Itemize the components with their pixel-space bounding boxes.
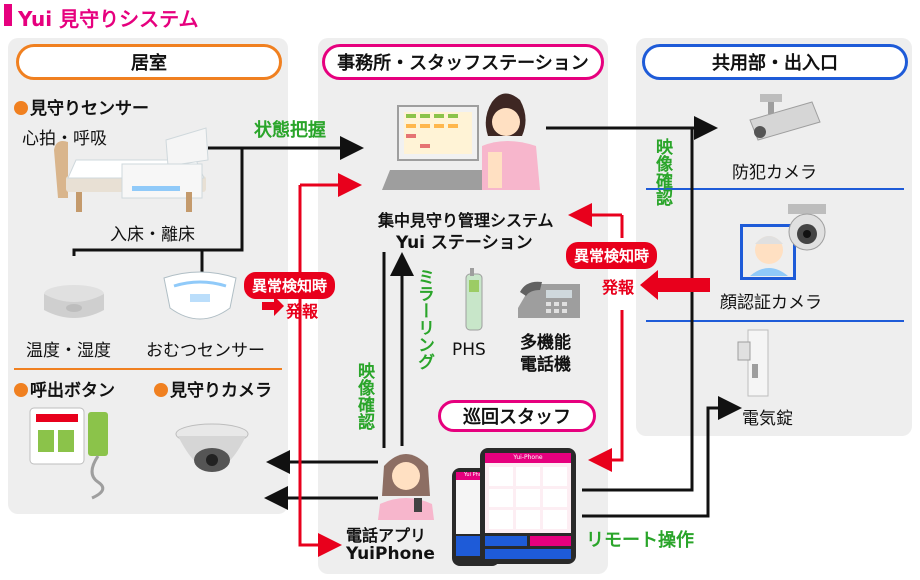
- face-camera-icon: [788, 204, 826, 251]
- system-name-line-2: Yui ステーション: [396, 233, 533, 253]
- bullet-icon: [154, 383, 168, 397]
- remote-operation-label: リモート操作: [586, 530, 694, 551]
- desk-phone-label-1: 多機能: [520, 333, 571, 353]
- system-name-line-1: 集中見守り管理システム: [378, 211, 554, 230]
- sensor-line: [72, 148, 244, 256]
- security-camera-label: 防犯カメラ: [732, 163, 817, 183]
- title-bar: [4, 4, 12, 26]
- electric-lock-label: 電気錠: [742, 409, 793, 429]
- bed-icon: [54, 127, 209, 212]
- room-header: 居室: [16, 44, 282, 80]
- temperature-label: 温度・湿度: [26, 341, 111, 361]
- security-camera-icon: [749, 94, 821, 141]
- common-divider-2: [646, 320, 904, 322]
- mirroring-label: ミラーリング: [414, 268, 434, 370]
- patrol-staff-badge: 巡回スタッフ: [438, 400, 596, 432]
- face-icon: [750, 236, 788, 276]
- desk-phone-label-2: 電話機: [520, 355, 571, 375]
- common-divider-1: [646, 188, 904, 190]
- office-header: 事務所・スタッフステーション: [322, 44, 604, 80]
- bullet-icon: [14, 101, 28, 115]
- tablet-device: Yui-Phone: [480, 448, 576, 564]
- face-camera-label: 顔認証カメラ: [720, 293, 822, 313]
- face-frame: [740, 224, 796, 280]
- call-button-icon: [29, 407, 108, 500]
- monitor-icon: [382, 93, 540, 190]
- diaper-sensor-label: おむつセンサー: [146, 341, 265, 361]
- tablet-action-buttons: [485, 536, 571, 546]
- watch-camera-heading: 見守りカメラ: [154, 376, 272, 401]
- common-header: 共用部・出入口: [642, 44, 908, 80]
- alarm-label-left: 発報: [286, 302, 319, 321]
- video-check-label-left: 映像確認: [354, 362, 374, 430]
- tablet-screen: [485, 463, 571, 533]
- temperature-sensor-icon: [44, 285, 104, 318]
- abnormal-alert-badge-left: 異常検知時: [244, 272, 336, 299]
- video-check-label-right: 映像確認: [652, 138, 672, 206]
- sensor-heading: 見守りセンサー: [14, 94, 149, 119]
- heartbeat-label: 心拍・呼吸: [22, 129, 107, 149]
- app-name-line-1: 電話アプリ: [346, 526, 427, 545]
- bullet-icon: [14, 383, 28, 397]
- phs-label: PHS: [452, 340, 486, 360]
- page-title: Yui 見守りシステム: [18, 7, 199, 31]
- phs-icon: [465, 268, 483, 331]
- staff-person-icon: [378, 454, 434, 520]
- status-check-label: 状態把握: [254, 120, 326, 141]
- tablet-bottom-bar: [485, 549, 571, 559]
- diaper-icon: [163, 271, 237, 320]
- alarm-label-right: 発報: [602, 278, 635, 297]
- dome-camera-icon: [175, 423, 249, 472]
- bed-label: 入床・離床: [110, 225, 195, 245]
- smartphone-header: Yui Phone: [456, 472, 496, 480]
- room-divider: [14, 368, 282, 370]
- abnormal-alert-badge-right: 異常検知時: [566, 242, 658, 269]
- tablet-header: Yui-Phone: [485, 453, 571, 463]
- call-button-heading: 呼出ボタン: [14, 376, 115, 401]
- app-name-line-2: YuiPhone: [346, 544, 435, 564]
- electric-lock-icon: [737, 329, 769, 397]
- desk-phone-icon: [518, 281, 580, 318]
